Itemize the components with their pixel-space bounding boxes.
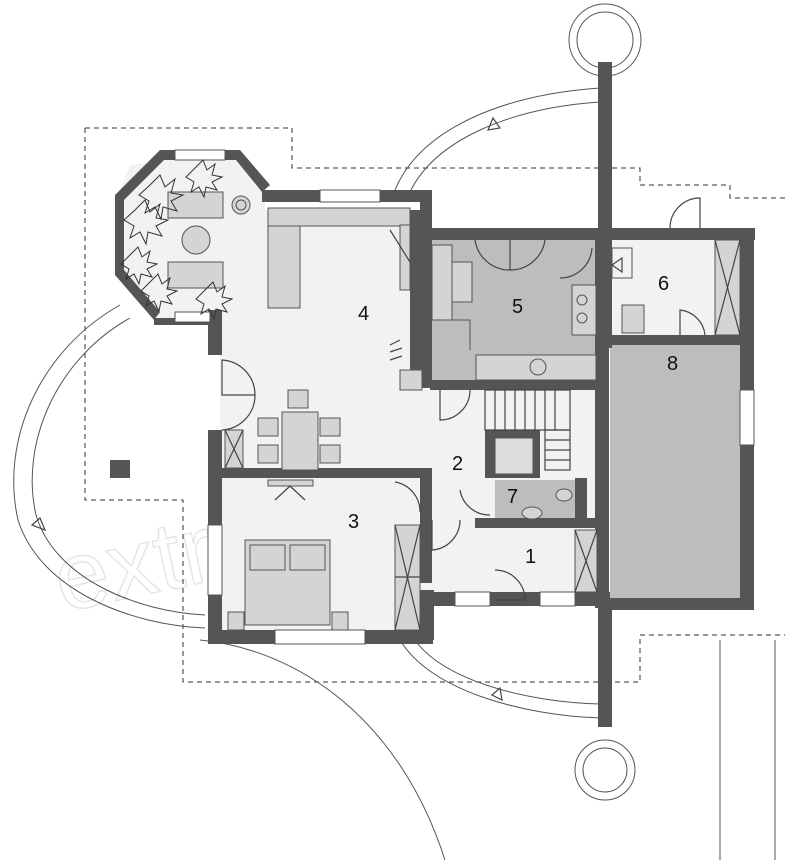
plants	[120, 159, 234, 321]
room-label-4: 4	[358, 303, 369, 325]
room-label-2: 2	[452, 453, 463, 475]
windows	[174, 149, 755, 645]
dashed-site-outline	[84, 127, 785, 683]
room-label-5: 5	[512, 296, 523, 318]
garage-floor	[610, 345, 740, 600]
room-label-7: 7	[507, 486, 518, 508]
fence-posts	[110, 3, 776, 860]
room-label-8: 8	[667, 353, 678, 375]
room-labels: 1 2 3 4 5 6 7 8	[348, 273, 678, 568]
room-label-1: 1	[525, 546, 536, 568]
furniture	[167, 191, 741, 631]
room-label-3: 3	[348, 511, 359, 533]
doors	[221, 197, 706, 601]
stairs	[484, 389, 571, 475]
room-label-6: 6	[658, 273, 669, 295]
garden-paths	[13, 87, 601, 860]
